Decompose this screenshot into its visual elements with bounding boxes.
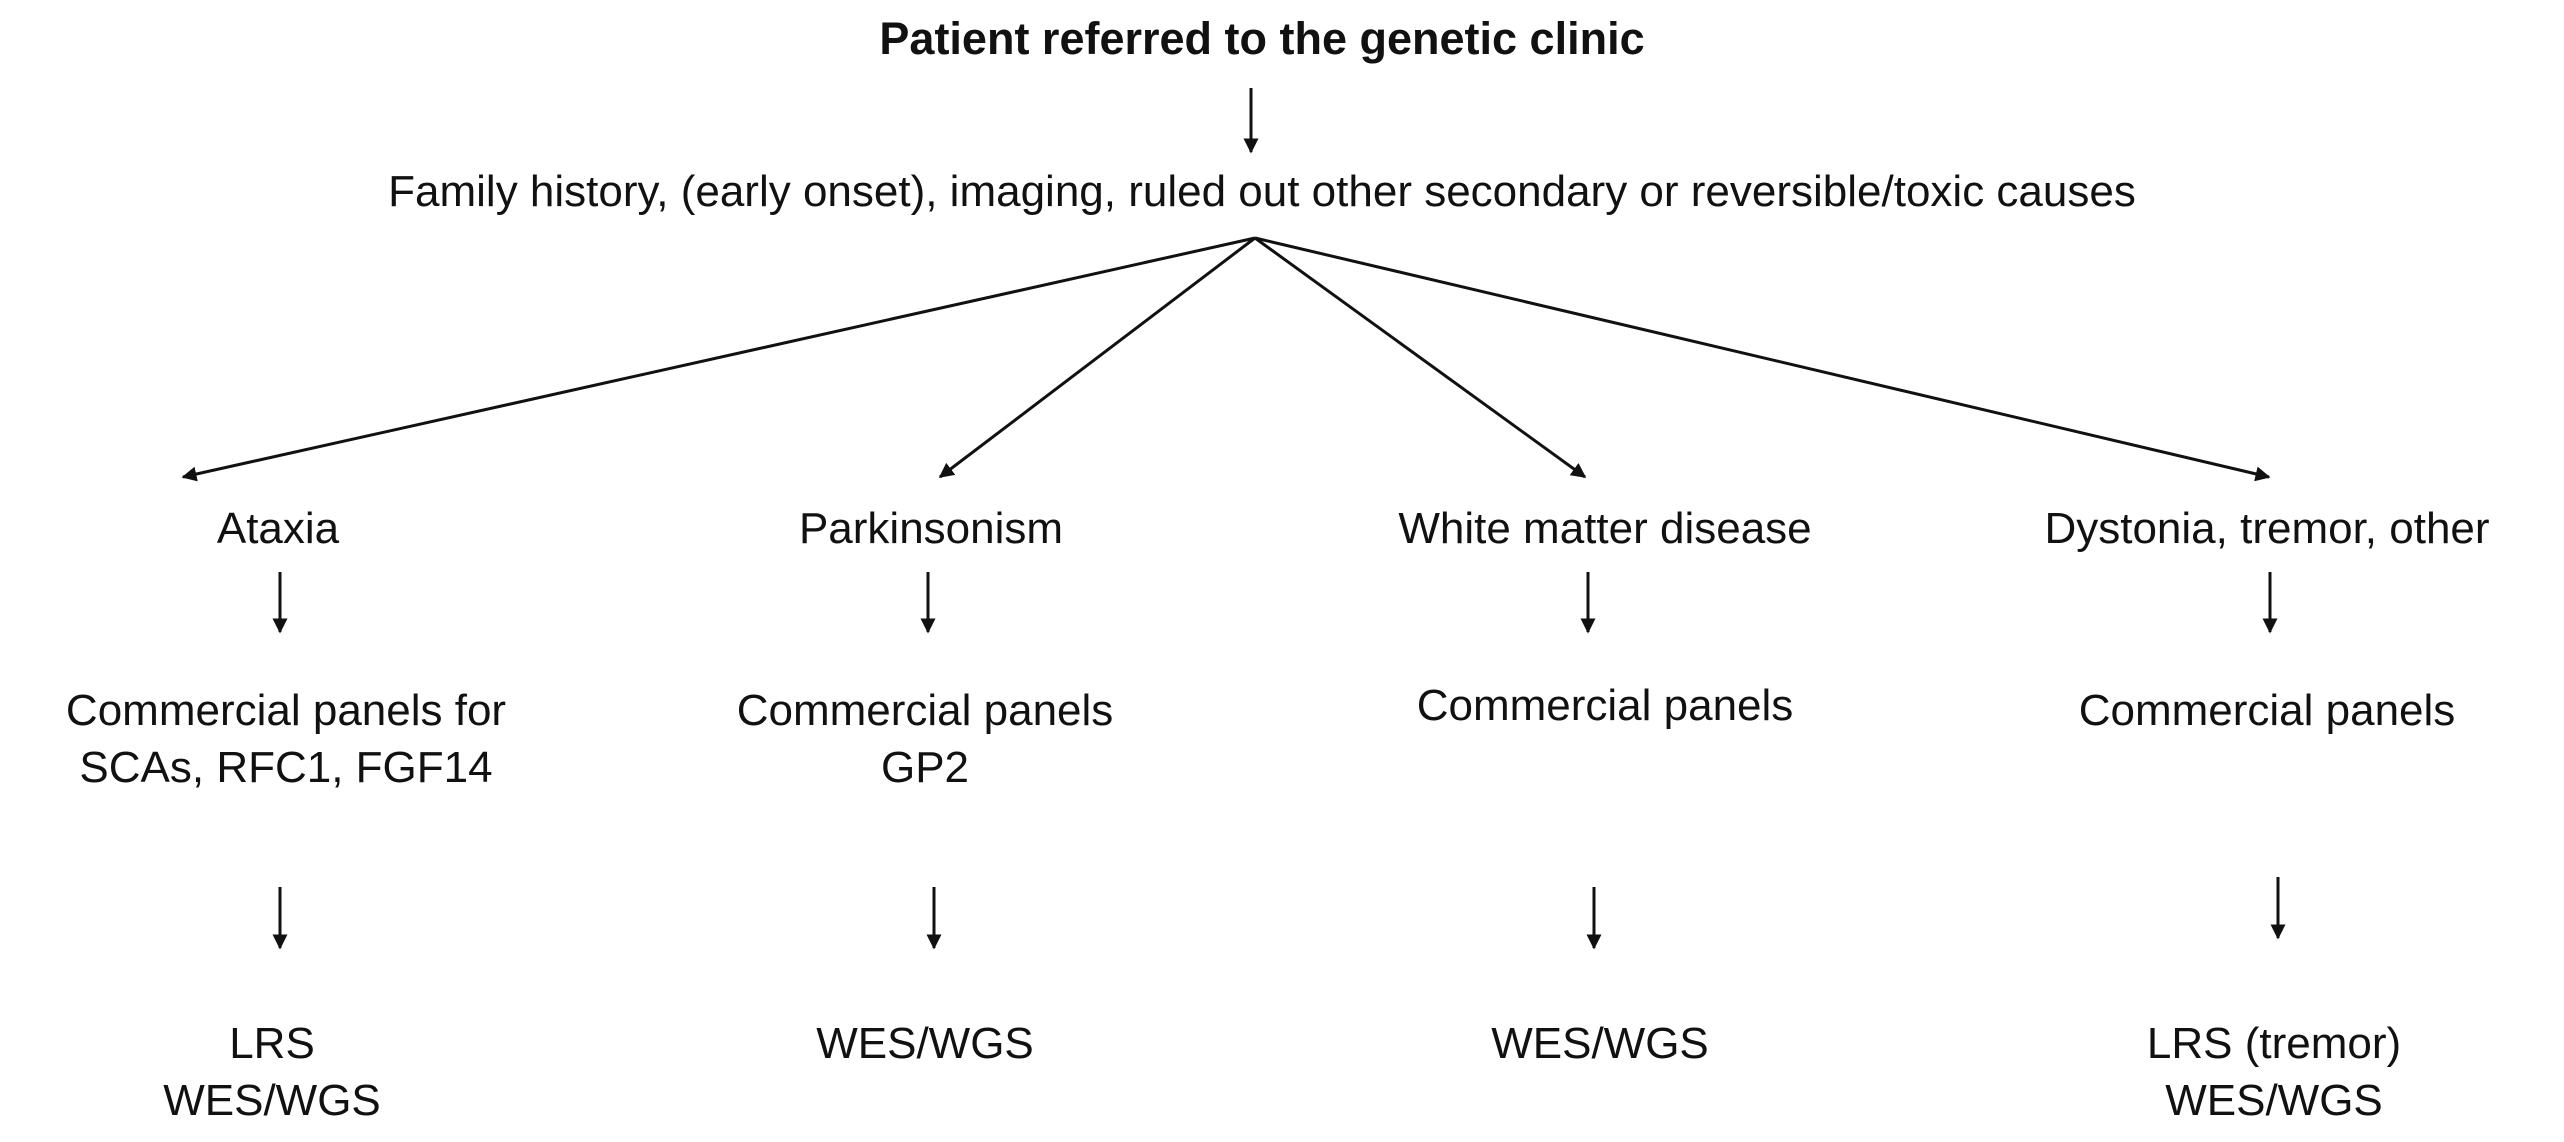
category-dystonia-tremor-other: Dystonia, tremor, other — [2044, 504, 2490, 553]
panels-white-matter-disease: Commercial panels — [1416, 681, 1794, 730]
arrow-criteria-to-dystonia — [1254, 236, 2271, 482]
arrow-criteria-to-ataxia — [181, 236, 1256, 482]
category-ataxia: Ataxia — [216, 504, 340, 553]
next-step-dystonia-tremor-other: LRS (tremor) WES/WGS — [2146, 1019, 2402, 1125]
panels-dystonia-tremor-other: Commercial panels — [2078, 686, 2456, 735]
title-node: Patient referred to the genetic clinic — [879, 13, 1645, 64]
arrow-criteria-to-parkinsonism — [938, 236, 1256, 479]
arrow-criteria-to-white-matter — [1254, 236, 1587, 479]
next-step-white-matter-disease: WES/WGS — [1491, 1019, 1709, 1068]
category-parkinsonism: Parkinsonism — [798, 504, 1064, 553]
criteria-node: Family history, (early onset), imaging, … — [388, 167, 2136, 216]
next-step-parkinsonism: WES/WGS — [816, 1019, 1034, 1068]
panels-ataxia: Commercial panels for SCAs, RFC1, FGF14 — [65, 686, 507, 792]
category-white-matter-disease: White matter disease — [1398, 504, 1812, 553]
next-step-ataxia: LRS WES/WGS — [163, 1019, 381, 1125]
panels-parkinsonism: Commercial panels GP2 — [736, 686, 1114, 792]
